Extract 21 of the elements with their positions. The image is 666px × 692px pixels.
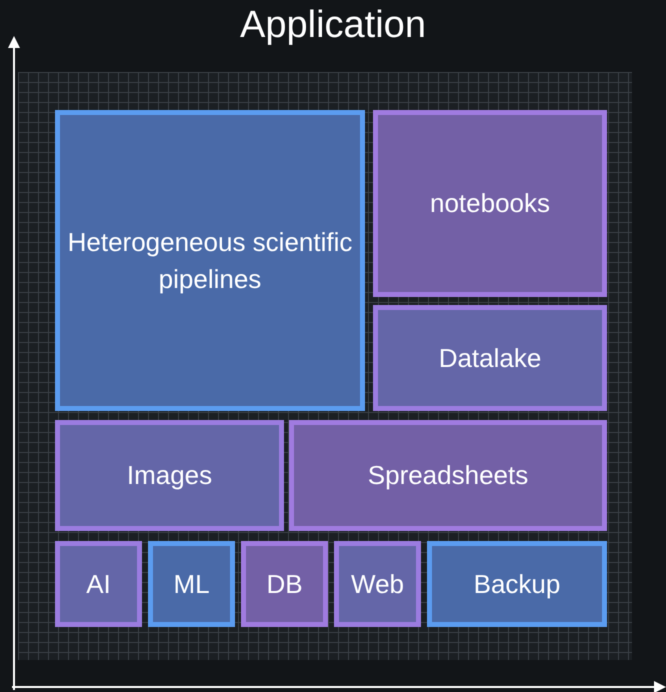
tile-label: AI xyxy=(85,568,112,601)
tile-label: Images xyxy=(126,459,214,492)
treemap-tile xyxy=(148,541,235,627)
treemap-tile xyxy=(334,541,421,627)
treemap-tile xyxy=(55,420,284,531)
tile-label: ML xyxy=(172,568,211,601)
tile-label: Heterogeneous scientific pipelines xyxy=(66,226,354,296)
treemap-tile xyxy=(427,541,607,627)
tile-label: Web xyxy=(350,568,405,601)
treemap-tile xyxy=(373,110,607,297)
treemap-tile xyxy=(289,420,607,531)
tile-label: Backup xyxy=(472,568,562,601)
tile-label: Spreadsheets xyxy=(366,459,530,492)
diagram-title: Application xyxy=(239,4,427,47)
tile-label: Datalake xyxy=(438,342,542,375)
treemap-tile xyxy=(241,541,328,627)
treemap-tile xyxy=(55,541,142,627)
treemap-tile xyxy=(373,305,607,411)
tile-label: notebooks xyxy=(429,187,551,220)
tile-label: DB xyxy=(265,568,304,601)
treemap-tile xyxy=(55,110,365,411)
